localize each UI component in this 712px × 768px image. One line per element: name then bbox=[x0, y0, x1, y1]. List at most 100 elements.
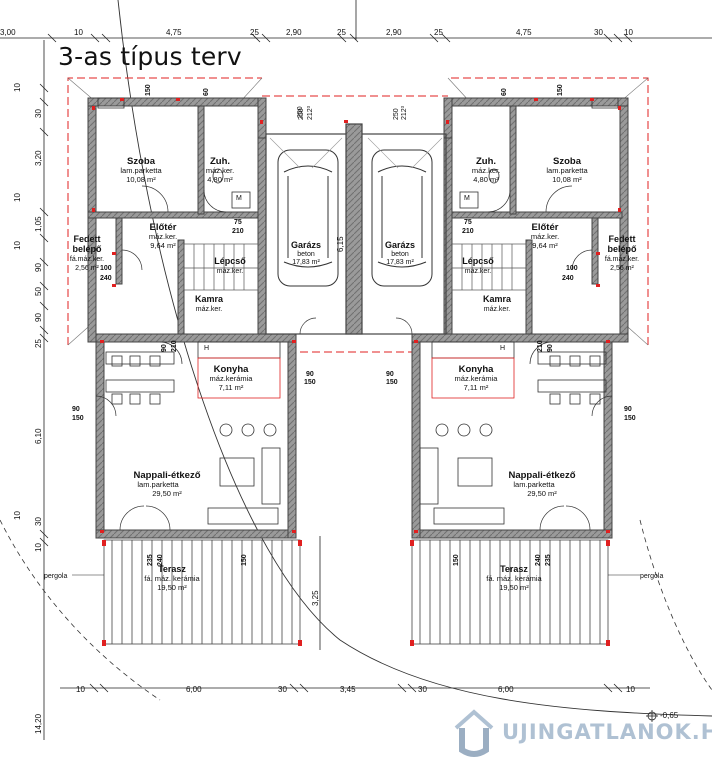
terrace-left bbox=[103, 539, 301, 645]
terrace-depth: 3,25 bbox=[311, 590, 320, 606]
win-150-r1: 150 bbox=[624, 415, 636, 422]
door-210-r: 210 bbox=[462, 228, 474, 235]
dim-top-3: 25 bbox=[250, 28, 259, 37]
room-garazs-area-r: 17,83 m² bbox=[386, 259, 414, 266]
room-terasz-area-r: 19,50 m² bbox=[499, 583, 529, 592]
dim-top-2: 4,75 bbox=[166, 28, 182, 37]
dim-top-4: 2,90 bbox=[286, 28, 302, 37]
room-zuh-name-r: Zuh. bbox=[476, 156, 496, 167]
win-90-r2: 90 bbox=[386, 371, 394, 378]
room-kamra-finish-r: máz.ker. bbox=[484, 306, 511, 313]
door-240-l: 240 bbox=[100, 275, 112, 282]
stairs-right bbox=[451, 243, 527, 291]
furniture-left bbox=[105, 341, 281, 525]
room-fedett-name1-r: Fedett bbox=[609, 234, 636, 244]
dim-left-1: 3,20 bbox=[34, 150, 43, 166]
room-terasz-finish-r: fá. máz. kerámia bbox=[486, 574, 542, 583]
ter-150-r: 150 bbox=[453, 554, 460, 566]
ter-240-l: 240 bbox=[157, 554, 164, 566]
opening-250-left: 250 bbox=[298, 108, 305, 120]
room-szoba-finish: lam.parketta bbox=[120, 166, 162, 175]
ter-235-r: 235 bbox=[545, 554, 552, 566]
win-150-l2: 150 bbox=[304, 379, 316, 386]
watermark: UJINGATLANOK.HU bbox=[452, 704, 712, 760]
room-garazs-finish-r: beton bbox=[391, 251, 409, 258]
dim-top-8: 4,75 bbox=[516, 28, 532, 37]
room-fedett-area: 2,56 m² bbox=[75, 265, 99, 272]
garage-walls bbox=[265, 123, 447, 335]
bathroom-fixtures bbox=[97, 97, 619, 209]
door-75-l: 75 bbox=[234, 219, 242, 226]
stove-mark-right: H bbox=[500, 345, 505, 352]
room-terasz-name: Terasz bbox=[158, 564, 186, 574]
m-mark-left: M bbox=[236, 195, 242, 202]
dim-left-6: 25 bbox=[34, 339, 43, 348]
dim-left-4: 50 bbox=[34, 287, 43, 296]
win-150-l1: 150 bbox=[72, 415, 84, 422]
right-unit-walls bbox=[411, 97, 629, 539]
room-nappali-finish: lam.parketta bbox=[137, 480, 179, 489]
opening-markers bbox=[92, 98, 621, 533]
room-nappali-name: Nappali-étkező bbox=[133, 470, 200, 481]
room-kamra-name: Kamra bbox=[195, 294, 224, 304]
garage-diagonals bbox=[269, 137, 443, 169]
site-boundary-dashed bbox=[0, 519, 161, 701]
dim-left-0: 30 bbox=[34, 109, 43, 118]
room-terasz-finish: fá. máz. kerámia bbox=[144, 574, 200, 583]
door-75-r: 75 bbox=[464, 219, 472, 226]
dim-left-5: 90 bbox=[34, 313, 43, 322]
furniture-right bbox=[419, 341, 607, 525]
pergola-label-left: pergola bbox=[44, 573, 67, 580]
room-konyha-finish: máz.kerámia bbox=[210, 374, 254, 383]
dim-stack-3: 10 bbox=[13, 511, 22, 520]
room-fedett-area-r: 2,56 m² bbox=[610, 265, 634, 272]
door-90-r: 90 bbox=[547, 344, 554, 352]
room-szoba-area: 10,08 m² bbox=[126, 175, 156, 184]
terrace-right bbox=[411, 539, 609, 645]
room-zuh-finish-r: máz.ker. bbox=[472, 166, 500, 175]
room-nappali-area: 29,50 m² bbox=[152, 489, 182, 498]
room-eloter-finish-r: máz.ker. bbox=[531, 232, 559, 241]
dim-bottom-2: 30 bbox=[278, 685, 287, 694]
house-logo-icon bbox=[454, 709, 494, 757]
room-nappali-name-r: Nappali-étkező bbox=[508, 470, 575, 481]
dim-bottom-6: 10 bbox=[626, 685, 635, 694]
room-labels-right: Szoba lam.parketta 10,08 m² Zuh. máz.ker… bbox=[385, 156, 639, 592]
room-zuh-area-r: 4,80 m² bbox=[473, 175, 499, 184]
win-150-r2: 150 bbox=[386, 379, 398, 386]
left-unit-walls bbox=[87, 97, 297, 539]
dim-bottom-4: 30 bbox=[418, 685, 427, 694]
dim-left-8: 30 bbox=[34, 517, 43, 526]
dim-top-10: 10 bbox=[624, 28, 633, 37]
ter-240-r: 240 bbox=[535, 554, 542, 566]
opening-annotations: pergola pergola H H M M 150 90 150 90 15… bbox=[44, 84, 663, 580]
room-lepcso-finish-r: máz.ker. bbox=[465, 268, 492, 275]
dim-bottom-1: 6,00 bbox=[186, 685, 202, 694]
dim-stack-1: 10 bbox=[13, 241, 22, 250]
room-eloter-area: 9,64 m² bbox=[150, 241, 176, 250]
door-100-l: 100 bbox=[100, 265, 112, 272]
dim-bottom-3: 3,45 bbox=[340, 685, 356, 694]
room-lepcso-finish: máz.ker. bbox=[217, 268, 244, 275]
roof-height-left: 212³ bbox=[307, 105, 314, 120]
level-value: -0,65 bbox=[660, 711, 679, 720]
room-konyha-area: 7,11 m² bbox=[219, 383, 244, 392]
dim-top-5: 25 bbox=[337, 28, 346, 37]
garage-door-250-l: 250 bbox=[297, 106, 304, 118]
win-60-r: 60 bbox=[501, 88, 508, 96]
room-szoba-name-r: Szoba bbox=[553, 156, 582, 167]
room-lepcso-name-r: Lépcső bbox=[462, 256, 494, 266]
stove-mark-left: H bbox=[204, 345, 209, 352]
room-zuh-area: 4,80 m² bbox=[207, 175, 233, 184]
room-garazs-name-r: Garázs bbox=[385, 240, 415, 250]
watermark-text: UJINGATLANOK.HU bbox=[502, 720, 712, 744]
door-swings bbox=[95, 185, 613, 531]
win-90-l2: 90 bbox=[306, 371, 314, 378]
room-garazs-finish: beton bbox=[297, 251, 315, 258]
dim-top-0: 3,00 bbox=[0, 28, 16, 37]
room-kamra-finish: máz.ker. bbox=[196, 306, 223, 313]
room-fedett-name2: belépő bbox=[72, 244, 102, 254]
left-dimension-line bbox=[39, 40, 49, 740]
stairs-left bbox=[183, 243, 259, 291]
